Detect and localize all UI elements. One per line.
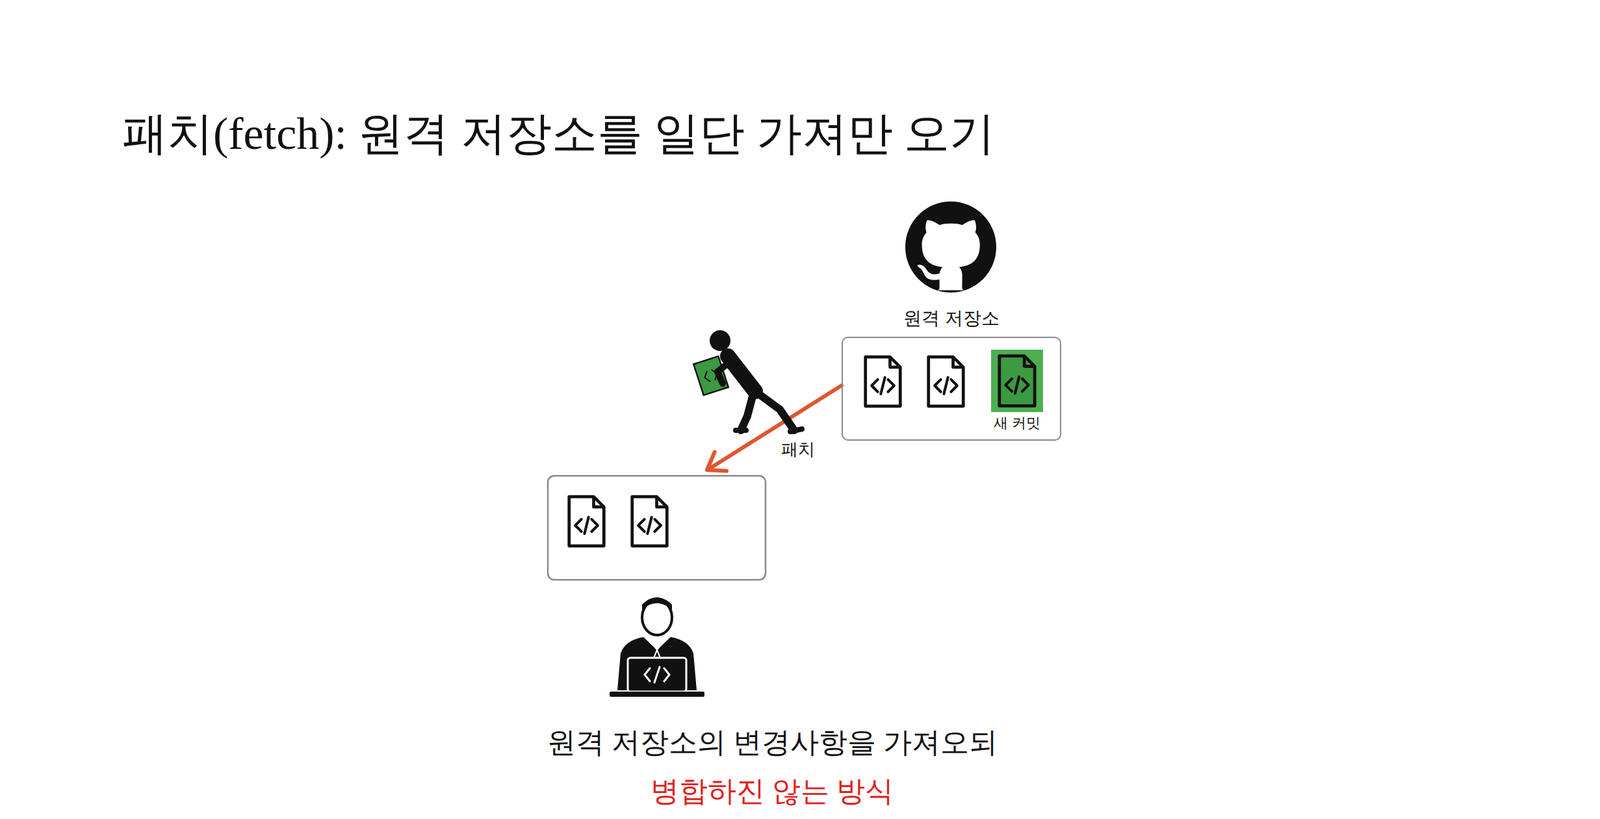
file-icon	[928, 356, 964, 407]
github-icon	[905, 201, 997, 293]
developer-person	[609, 597, 705, 697]
walking-person	[693, 330, 802, 432]
file-icon	[999, 356, 1035, 407]
commit-highlight	[991, 349, 1044, 413]
node-heading: 원격 저장소	[903, 308, 1000, 329]
title-text: 패치(fetch): 원격 저장소를 일단 가져만 오기	[122, 107, 995, 161]
file-icon	[569, 496, 605, 546]
fetch-arrow	[707, 385, 842, 472]
local-repo-box	[547, 475, 766, 580]
commit-file-icon	[991, 349, 1044, 413]
repository-box: 원격 저장소새 커밋	[841, 336, 1062, 441]
file-icon	[632, 496, 668, 546]
caption-emphasis: 병합하진 않는 방식	[650, 775, 894, 809]
arrow-label: 패치	[778, 439, 818, 460]
commit-label: 새 커밋	[993, 414, 1041, 431]
caption-text: 원격 저장소의 변경사항을 가져오되	[547, 726, 998, 760]
commit-file: 새 커밋	[991, 349, 1044, 431]
file-icon	[865, 356, 901, 407]
